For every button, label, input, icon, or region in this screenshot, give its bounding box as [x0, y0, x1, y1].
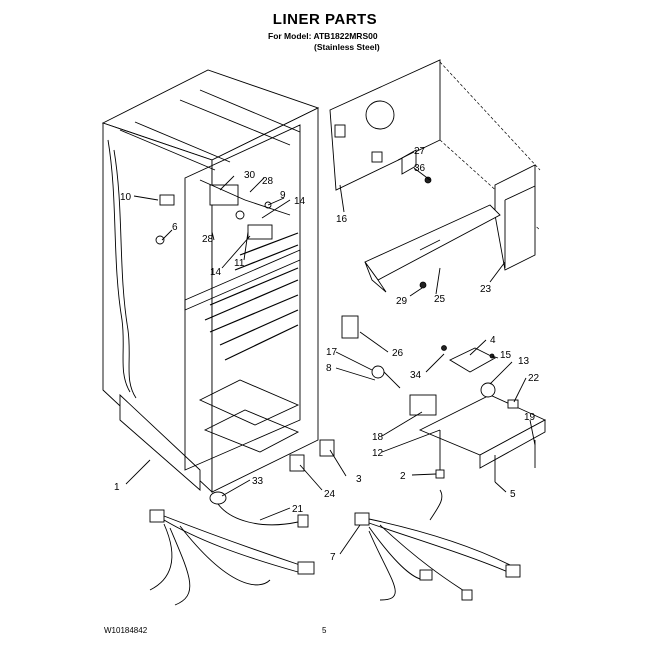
liner-cabinet: [101, 69, 320, 494]
callout-15: 15: [500, 350, 512, 361]
evaporator-cover-panel: [329, 59, 541, 231]
wire-harness-right: [354, 489, 521, 601]
callout-29: 29: [396, 296, 408, 307]
callout-numbers: 1 2 3 4 5 6 7 8 9 10 11 12 13 14 14 15 1…: [114, 146, 540, 563]
callout-9: 9: [280, 190, 286, 201]
callout-6: 6: [172, 222, 178, 233]
callout-3: 3: [356, 474, 362, 485]
air-duct: [494, 164, 536, 271]
callout-14-lower: 14: [210, 267, 222, 278]
small-parts: [209, 315, 401, 505]
page-title: LINER PARTS: [272, 11, 378, 28]
callout-33: 33: [252, 476, 264, 487]
callout-13: 13: [518, 356, 530, 367]
callout-8: 8: [326, 363, 332, 374]
callout-28-lower: 28: [202, 234, 214, 245]
callout-21: 21: [292, 504, 304, 515]
callout-19: 19: [524, 412, 536, 423]
callout-23: 23: [480, 284, 492, 295]
callout-10: 10: [120, 192, 132, 203]
callout-16: 16: [336, 214, 348, 225]
callout-11: 11: [234, 258, 245, 269]
callout-22: 22: [528, 373, 540, 384]
callout-2: 2: [400, 471, 406, 482]
callout-12: 12: [372, 448, 384, 459]
control-housing: [409, 345, 547, 482]
callout-30: 30: [244, 170, 256, 181]
callout-25: 25: [434, 294, 446, 305]
leader-lines: [125, 151, 536, 555]
duct-channel: [364, 204, 501, 293]
document-number: W10184842: [104, 626, 148, 635]
callout-4: 4: [490, 335, 496, 346]
callout-28-upper: 28: [262, 176, 274, 187]
callout-7: 7: [330, 552, 336, 563]
callout-34: 34: [410, 370, 422, 381]
page-number: 5: [322, 626, 327, 635]
model-finish: (Stainless Steel): [314, 42, 380, 52]
callout-27: 27: [414, 146, 426, 157]
callout-14-upper: 14: [294, 196, 306, 207]
callout-18: 18: [372, 432, 384, 443]
callout-17: 17: [326, 347, 338, 358]
model-number: For Model: ATB1822MRS00: [268, 31, 378, 41]
callout-26: 26: [392, 348, 404, 359]
callout-5: 5: [510, 489, 516, 500]
callout-1: 1: [114, 482, 120, 493]
callout-36: 36: [414, 163, 426, 174]
callout-24: 24: [324, 489, 336, 500]
wire-harness-left: [149, 503, 315, 606]
